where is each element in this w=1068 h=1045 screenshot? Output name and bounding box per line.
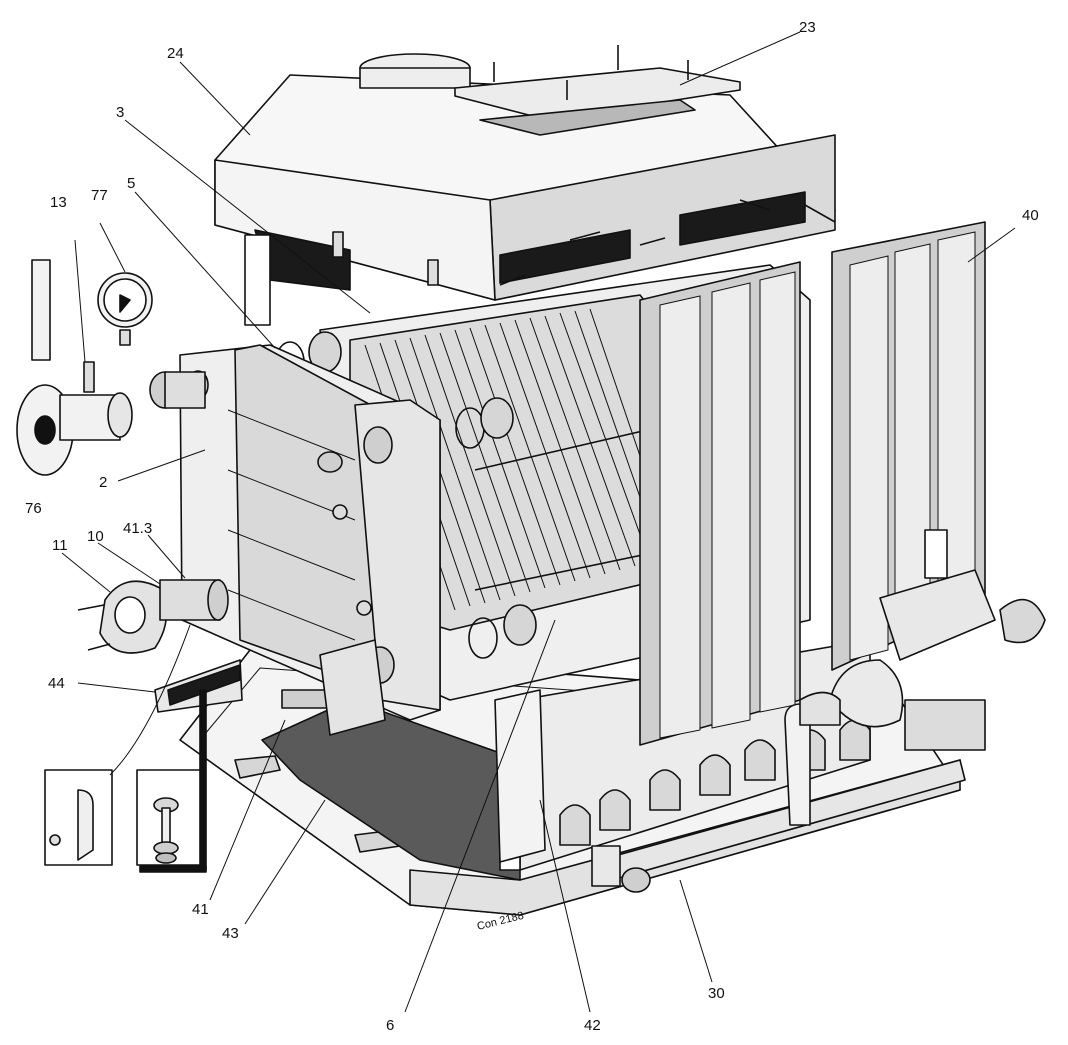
callout-11: 11 bbox=[52, 537, 68, 554]
gauge-tee-fitting bbox=[16, 361, 133, 476]
callout-2: 2 bbox=[99, 474, 107, 491]
flue-hood bbox=[214, 53, 836, 326]
callout-40: 40 bbox=[1022, 207, 1039, 224]
callout-23: 23 bbox=[799, 19, 816, 36]
drain-fitting bbox=[281, 639, 386, 736]
callout-43: 43 bbox=[222, 925, 239, 942]
callout-76: 76 bbox=[25, 500, 42, 517]
callout-6: 6 bbox=[386, 1017, 394, 1034]
detail-inset-clip bbox=[44, 769, 113, 866]
callout-24: 24 bbox=[167, 45, 184, 62]
gas-valve bbox=[784, 529, 1046, 826]
callout-13: 13 bbox=[50, 194, 67, 211]
thermometer-pipe bbox=[31, 259, 51, 361]
leader-lines bbox=[61, 31, 1016, 1013]
callout-30: 30 bbox=[708, 985, 725, 1002]
seal-ring-lower-right bbox=[468, 617, 498, 659]
side-panel-front bbox=[639, 261, 801, 746]
flange-connection bbox=[77, 579, 229, 654]
insulation-panel-front bbox=[494, 689, 546, 863]
callout-42: 42 bbox=[584, 1017, 601, 1034]
inspection-cover bbox=[454, 45, 741, 136]
detail-inset-bolt bbox=[136, 689, 207, 873]
callout-41: 41 bbox=[192, 901, 209, 918]
callout-5: 5 bbox=[127, 175, 135, 192]
callout-77: 77 bbox=[91, 187, 108, 204]
callout-41-3: 41.3 bbox=[123, 520, 152, 537]
pressure-gauge bbox=[97, 272, 153, 346]
callout-labels: 23 24 3 5 77 13 40 2 76 11 10 41.3 44 41… bbox=[25, 19, 1039, 1034]
front-section bbox=[149, 344, 441, 721]
callout-10: 10 bbox=[87, 528, 104, 545]
callout-3: 3 bbox=[116, 104, 124, 121]
callout-44: 44 bbox=[48, 675, 65, 692]
